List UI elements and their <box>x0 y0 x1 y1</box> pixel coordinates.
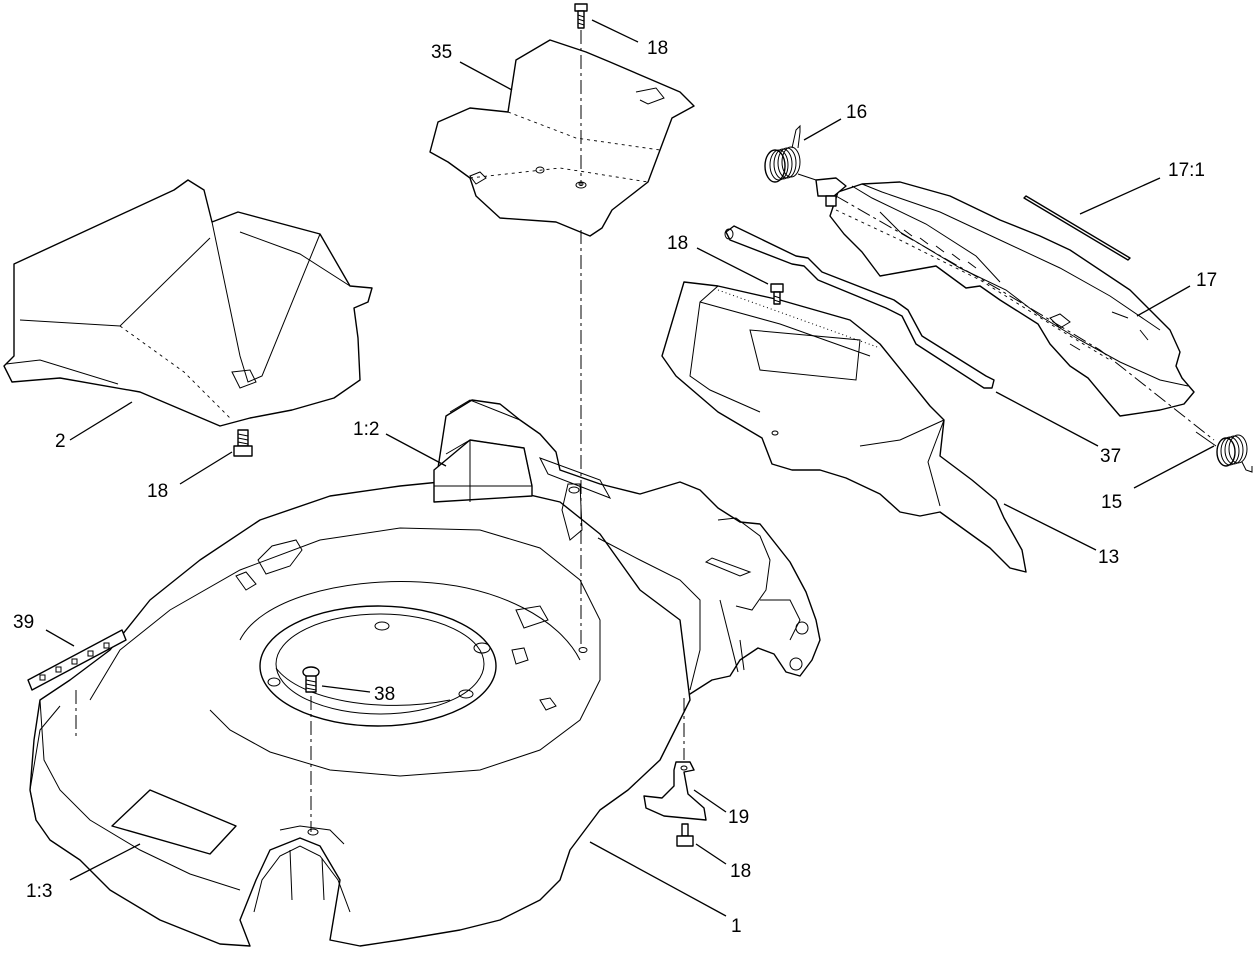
bolt-18-mid <box>770 283 784 305</box>
callout-1-3: 1:3 <box>26 881 52 902</box>
callout-18-bottom: 18 <box>730 861 751 882</box>
part-35-baffle <box>429 39 695 237</box>
callout-19: 19 <box>728 807 749 828</box>
callout-15: 15 <box>1101 492 1122 513</box>
bolt-38 <box>302 666 320 693</box>
callout-18-left: 18 <box>147 481 168 502</box>
callout-38: 38 <box>374 684 395 705</box>
part-37-rod <box>724 225 995 389</box>
callout-37: 37 <box>1100 446 1121 467</box>
part-17-1-wire <box>1023 195 1131 261</box>
callout-1-2: 1:2 <box>353 419 379 440</box>
part-19-bracket <box>643 761 707 821</box>
callout-35: 35 <box>431 42 452 63</box>
callout-2: 2 <box>55 431 66 452</box>
callout-18-mid: 18 <box>667 233 688 254</box>
bolt-18-left <box>233 429 253 457</box>
callout-1: 1 <box>731 916 742 937</box>
callout-13: 13 <box>1098 547 1119 568</box>
assembly-centerlines <box>75 30 1215 832</box>
part-1-mower-deck <box>29 399 821 947</box>
bolt-18-bottom <box>676 823 694 847</box>
part-16-spring <box>764 124 817 183</box>
callout-labels: 18 35 16 17:1 17 18 37 15 13 2 18 1:2 39… <box>13 38 1217 937</box>
part-13-side-baffle <box>661 281 1027 573</box>
callout-17: 17 <box>1196 270 1217 291</box>
part-2-chute-cover <box>3 179 373 427</box>
bolt-18-top <box>574 3 588 29</box>
callout-39: 39 <box>13 612 34 633</box>
callout-18-top: 18 <box>647 38 668 59</box>
leader-lines <box>45 19 1215 917</box>
callout-17-1: 17:1 <box>1168 160 1205 181</box>
callout-16: 16 <box>846 102 867 123</box>
part-15-spring <box>1195 431 1253 473</box>
part-17-hinge-flap <box>815 177 1195 417</box>
part-39-decal <box>27 629 127 691</box>
